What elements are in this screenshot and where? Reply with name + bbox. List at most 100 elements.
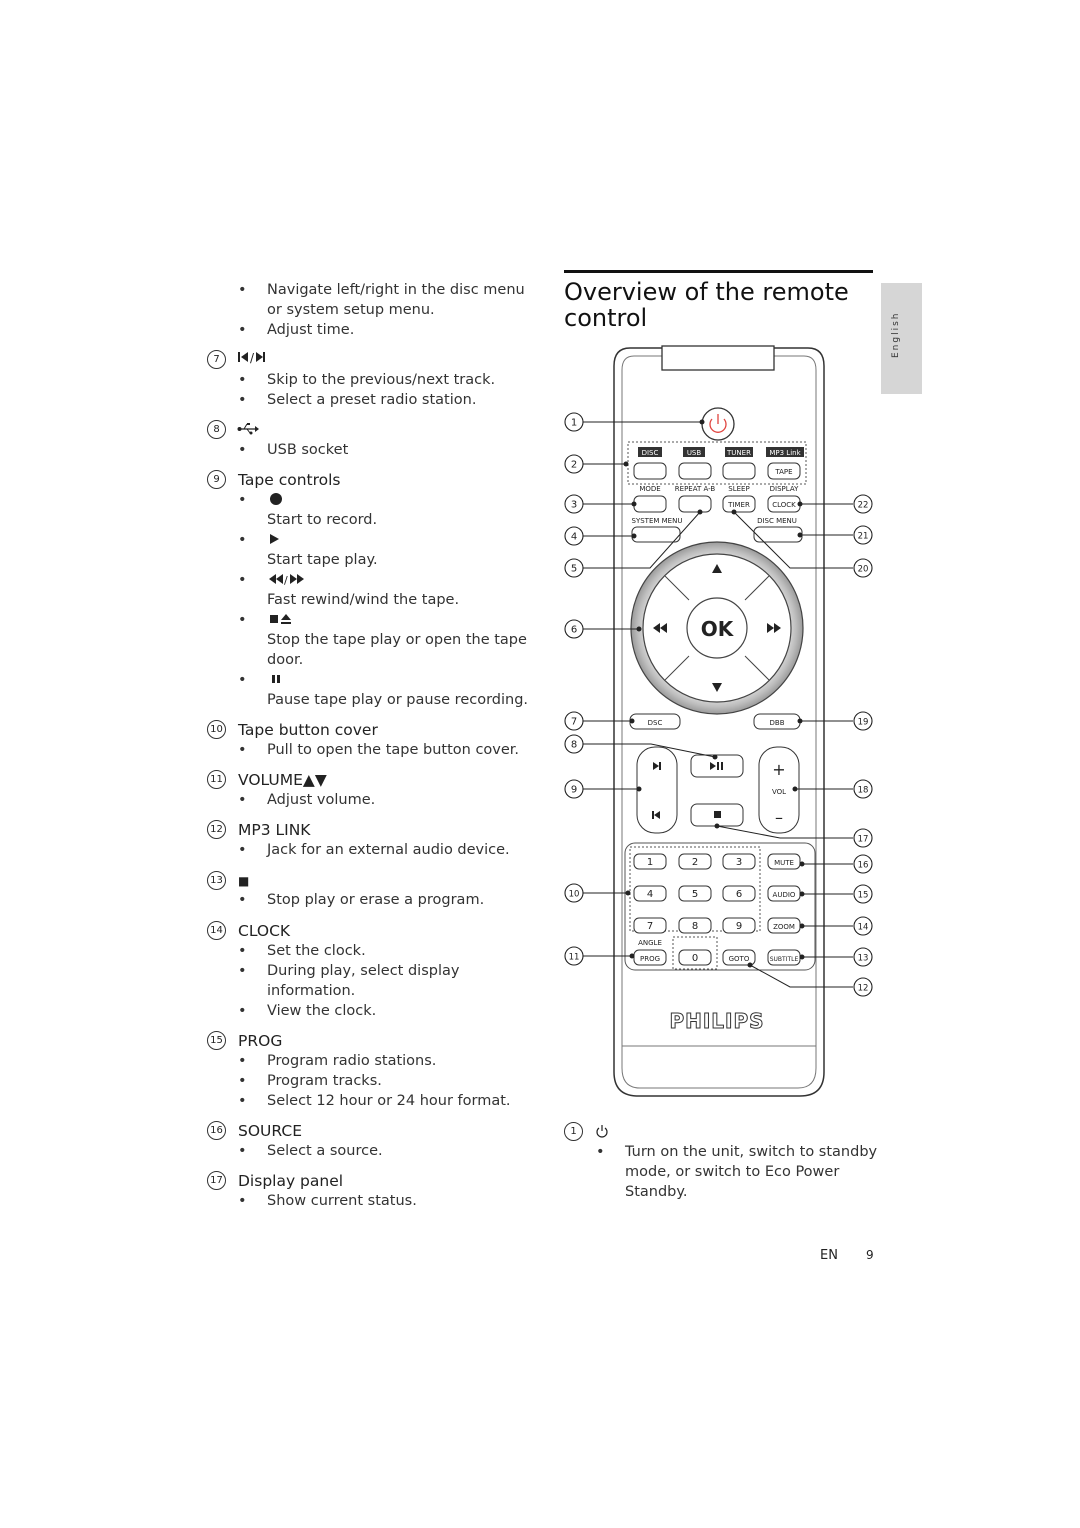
svg-text:DISC MENU: DISC MENU xyxy=(757,517,797,525)
callout-circle xyxy=(853,558,873,578)
tape-button xyxy=(767,462,801,480)
callout-circle xyxy=(853,884,873,904)
svg-text:TAPE: TAPE xyxy=(774,468,792,476)
section-heading: CLOCK xyxy=(238,922,291,940)
prev-next-icon: / xyxy=(237,350,267,368)
digit-key xyxy=(678,885,712,902)
item-number: 10 xyxy=(207,720,226,739)
callout-circle xyxy=(853,828,873,848)
stop-eject-icon xyxy=(269,613,293,629)
section-heading: SOURCE xyxy=(238,1122,302,1140)
callout-number: 15 xyxy=(858,891,869,901)
skip-pill xyxy=(636,746,678,834)
digit-key xyxy=(722,885,756,902)
callout-circle xyxy=(564,526,584,546)
digit-key xyxy=(633,853,667,870)
callout-circle xyxy=(564,558,584,578)
callout-number: 11 xyxy=(569,953,580,963)
section-heading: Tape controls xyxy=(238,471,341,489)
sub-description: door. xyxy=(267,652,304,668)
callout-circle xyxy=(853,525,873,545)
item-number: 17 xyxy=(207,1171,226,1190)
section-heading: MP3 LINK xyxy=(238,821,311,839)
svg-text:+: + xyxy=(772,760,785,779)
digit-key xyxy=(722,853,756,870)
svg-text:DISC: DISC xyxy=(642,449,659,457)
sub-description: Stop the tape play or open the tape xyxy=(267,632,527,648)
callout-circle xyxy=(564,454,584,474)
title-rule xyxy=(564,270,873,273)
svg-text:DSC: DSC xyxy=(648,719,663,727)
callout-number: 3 xyxy=(571,500,577,511)
callout-circle xyxy=(564,883,584,903)
digit-key-label: 6 xyxy=(736,889,742,900)
svg-text:AUDIO: AUDIO xyxy=(773,891,796,899)
list-item-continued: or system setup menu. xyxy=(267,302,435,318)
callout-circle xyxy=(853,947,873,967)
callout-circle xyxy=(853,916,873,936)
callout-number: 4 xyxy=(571,532,577,543)
item-number: 14 xyxy=(207,921,226,940)
svg-text:DBB: DBB xyxy=(770,719,785,727)
brand-logo: PHILIPS xyxy=(669,1009,764,1033)
svg-text:CLOCK: CLOCK xyxy=(772,501,796,509)
source-labels: DISC USB TUNER MP3 Link xyxy=(638,447,804,457)
repeat-button xyxy=(678,495,712,513)
digit-key xyxy=(633,885,667,902)
svg-text:GOTO: GOTO xyxy=(729,955,750,963)
section-heading: Tape button cover xyxy=(238,721,378,739)
callout-number: 9 xyxy=(571,785,577,796)
callout-circle xyxy=(853,977,873,997)
sub-description: Pause tape play or pause recording. xyxy=(267,692,529,708)
callout-circle xyxy=(564,619,584,639)
callout-circle xyxy=(853,711,873,731)
item-number: 15 xyxy=(207,1031,226,1050)
callout-circle xyxy=(564,412,584,432)
timer-button xyxy=(722,495,756,513)
svg-text:/: / xyxy=(250,351,255,364)
power-icon xyxy=(595,1124,609,1142)
svg-text:ANGLE: ANGLE xyxy=(638,939,662,947)
digit-key-label: 8 xyxy=(692,921,698,932)
page-title-line1: Overview of the remote xyxy=(564,278,849,306)
item-number: 7 xyxy=(207,350,226,369)
svg-text:DISPLAY: DISPLAY xyxy=(770,485,799,493)
section-heading: PROG xyxy=(238,1032,283,1050)
callout-number: 7 xyxy=(571,717,577,728)
svg-text:MP3 Link: MP3 Link xyxy=(769,449,801,457)
item-number: 16 xyxy=(207,1121,226,1140)
svg-text:ZOOM: ZOOM xyxy=(773,923,795,931)
rewind-forward-icon: / xyxy=(268,573,312,589)
callout-number: 21 xyxy=(858,532,869,542)
svg-text:SUBTITLE: SUBTITLE xyxy=(770,956,799,963)
ok-button xyxy=(686,597,748,659)
svg-text:TIMER: TIMER xyxy=(727,501,750,509)
stop-symbol: ■ xyxy=(238,874,250,888)
usb-button xyxy=(678,462,712,480)
system-menu-button xyxy=(631,526,681,543)
svg-text:SLEEP: SLEEP xyxy=(728,485,749,493)
callout-number: 22 xyxy=(858,501,869,511)
digit-key-label: 5 xyxy=(692,889,698,900)
svg-text:REPEAT A-B: REPEAT A-B xyxy=(675,485,716,493)
mute-button xyxy=(767,853,801,870)
item-number: 1 xyxy=(564,1122,583,1141)
callout-number: 10 xyxy=(569,890,580,900)
callout-number: 18 xyxy=(858,786,869,796)
svg-text:VOL: VOL xyxy=(772,788,786,796)
digit-key-label: 1 xyxy=(647,857,653,868)
play-icon xyxy=(269,533,281,549)
record-icon xyxy=(269,492,283,510)
svg-text:MODE: MODE xyxy=(639,485,660,493)
section-heading: VOLUME▲▼ xyxy=(238,771,327,789)
sub-description: Start tape play. xyxy=(267,552,378,568)
callout-circle xyxy=(564,946,584,966)
callout-circle xyxy=(564,494,584,514)
callout-number: 20 xyxy=(858,565,869,575)
callout-number: 12 xyxy=(858,984,869,994)
page-number: 9 xyxy=(866,1248,874,1262)
list-item-continued: Standby. xyxy=(625,1184,688,1200)
item-number: 12 xyxy=(207,820,226,839)
svg-text:PROG: PROG xyxy=(640,955,660,963)
